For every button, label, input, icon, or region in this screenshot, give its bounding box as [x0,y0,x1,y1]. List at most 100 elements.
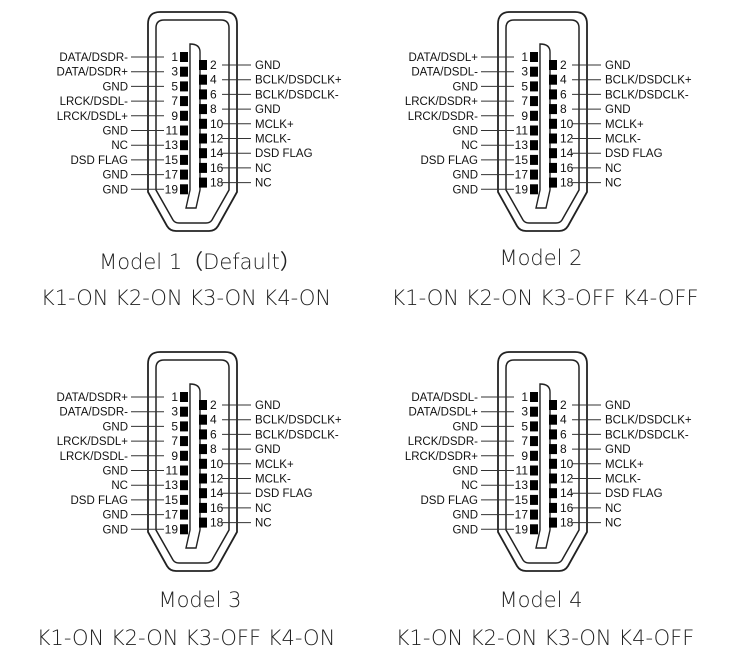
pin-pad [549,458,557,469]
pin-pad [180,184,188,195]
model-title: Model 2 [499,246,583,270]
pin-pad [199,118,207,129]
switch-settings: K1-ON K2-ON K3-ON K4-OFF [395,626,695,650]
connector-tongue [185,43,201,209]
pin-number: 13 [165,138,179,152]
right-pin-label: MCLK- [255,134,291,146]
connector-outer-shell [147,11,238,232]
connector-model-2: 1DATA/DSDL+3DATA/DSDL-5GND7LRCK/DSDR+9LR… [405,11,692,232]
pin-pad [199,400,207,410]
left-pin-label: LRCK/DSDR- [408,111,478,123]
left-pin-label: GND [102,524,128,536]
pin-pad [180,140,188,151]
right-pin-label: BCLK/DSDCLK- [255,429,339,441]
right-pin-label: NC [255,163,272,175]
pin-pad [199,60,207,70]
pin-number: 12 [210,472,224,486]
right-pin-label: DSD FLAG [605,148,663,160]
right-pin-label: MCLK- [605,474,641,486]
connector-tongue [535,43,551,209]
right-pin-label: NC [255,518,272,530]
left-pin-label: GND [452,184,478,196]
pin-pad [530,140,538,151]
pin-number: 5 [171,79,178,93]
pin-number: 4 [210,73,217,87]
pin-number: 10 [560,117,574,131]
left-pin-label: LRCK/DSDR+ [405,96,478,108]
pin-pad [199,148,207,159]
pin-pad [549,414,557,425]
pin-number: 12 [210,132,224,146]
pin-pad [530,125,538,136]
connector-inner-shell [505,359,580,564]
right-pin-label: MCLK- [255,474,291,486]
pin-pad [549,488,557,499]
pin-number: 6 [210,87,217,101]
pin-pad [530,421,538,432]
pin-number: 1 [521,50,528,64]
left-pin-label: DATA/DSDR- [59,407,128,419]
pin-number: 9 [171,449,178,463]
pin-number: 9 [521,449,528,463]
pin-pad [549,104,557,115]
pin-pad [549,400,557,410]
connector-inner-shell [505,19,580,224]
right-pin-label: BCLK/DSDCLK- [605,89,689,101]
right-pin-label: MCLK+ [605,119,644,131]
pin-number: 8 [560,442,567,456]
pin-pad [180,154,188,165]
pin-pad [549,133,557,144]
pin-pad [549,502,557,513]
left-pin-label: GND [452,126,478,138]
switch-settings: K1-ON K2-ON K3-OFF K4-OFF [391,286,699,310]
left-pin-label: LRCK/DSDR- [408,436,478,448]
left-pin-label: GND [102,421,128,433]
pin-number: 16 [560,161,574,175]
pin-pad [180,450,188,461]
pin-number: 3 [171,65,178,79]
pin-pad [530,450,538,461]
left-pin-label: DATA/DSDL- [411,392,478,404]
pin-pad [549,429,557,440]
connector-tongue [185,383,201,549]
pin-pad [549,148,557,159]
pin-number: 6 [560,427,567,441]
switch-settings: K1-ON K2-ON K3-ON K4-ON [40,286,332,310]
pin-number: 13 [165,478,179,492]
left-pin-label: DSD FLAG [420,155,478,167]
left-pin-label: LRCK/DSDL+ [57,111,129,123]
right-pin-label: GND [255,444,281,456]
model-title: Model 1（Default） [99,250,301,274]
right-pin-label: MCLK+ [255,459,294,471]
right-pin-label: GND [255,104,281,116]
pin-number: 1 [521,390,528,404]
left-pin-label: GND [452,510,478,522]
left-pin-label: GND [102,510,128,522]
pin-pad [180,125,188,136]
pin-number: 11 [516,464,529,478]
pin-pad [180,436,188,447]
pin-pad [530,96,538,107]
left-pin-label: GND [452,466,478,478]
pin-pad [530,524,538,535]
right-pin-label: GND [605,400,631,412]
pin-pad [180,96,188,107]
pin-number: 19 [515,522,529,536]
left-pin-label: NC [461,140,478,152]
connector-outer-shell [497,11,588,232]
pin-pad [199,444,207,455]
right-pin-label: NC [605,178,622,190]
right-pin-label: NC [605,503,622,515]
switch-settings: K1-ON K2-ON K3-OFF K4-ON [36,626,336,650]
pin-number: 5 [521,419,528,433]
left-pin-label: DSD FLAG [70,495,128,507]
pin-pad [530,81,538,92]
pin-pad [180,465,188,476]
pin-number: 15 [515,493,529,507]
pin-pad [180,509,188,520]
left-pin-label: DSD FLAG [420,495,478,507]
right-pin-label: MCLK+ [605,459,644,471]
right-pin-label: NC [255,503,272,515]
left-pin-label: DSD FLAG [70,155,128,167]
pin-pad [199,177,207,188]
